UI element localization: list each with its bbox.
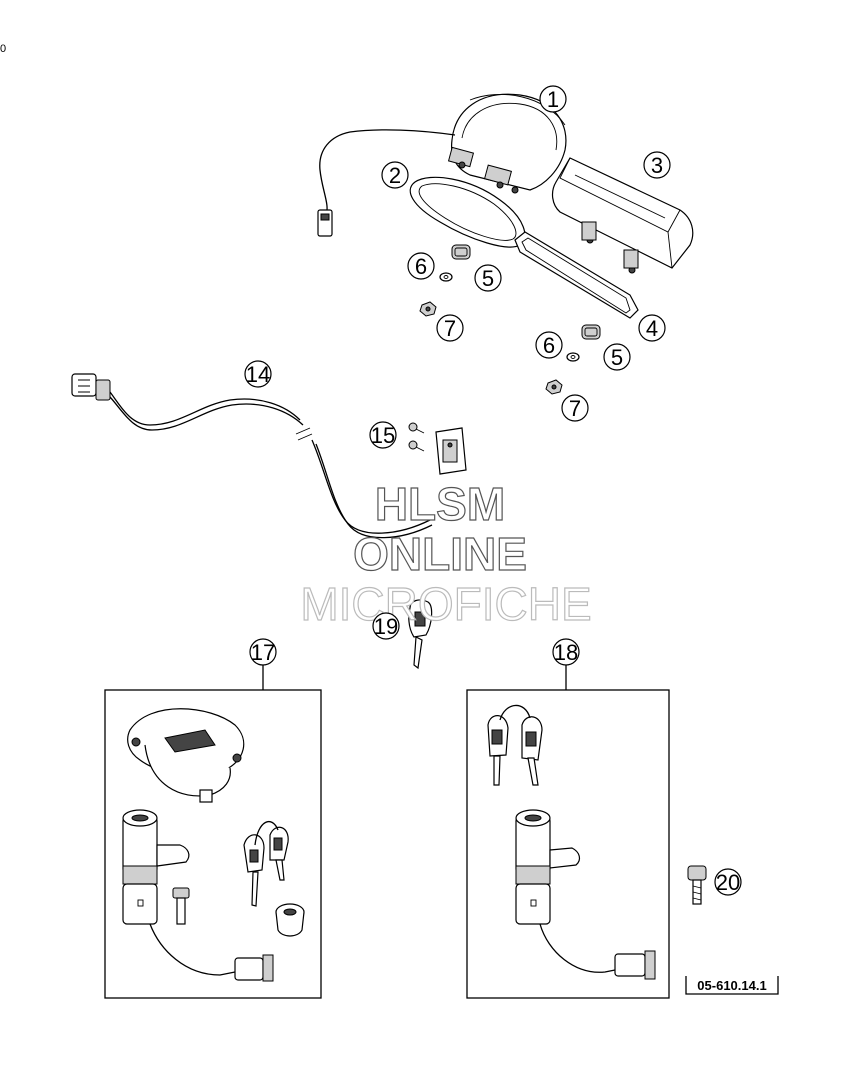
callout-6-lower-label: 6	[543, 333, 555, 358]
callout-15-label: 15	[371, 423, 395, 448]
callout-18-label: 18	[554, 640, 578, 665]
callout-7-lower-label: 7	[569, 396, 581, 421]
lock-set-part-18	[466, 665, 670, 999]
callout-5-lower: 5	[603, 343, 631, 371]
callout-4-label: 4	[646, 316, 658, 341]
watermark-line-1: HLSM	[375, 478, 505, 530]
corner-label: 0	[0, 43, 6, 55]
watermark-line-2: ONLINE	[353, 528, 527, 580]
watermark: HLSM ONLINE MICROFICHE	[300, 477, 593, 630]
reference-code: 05-610.14.1	[697, 978, 766, 993]
callout-7-upper: 7	[436, 314, 464, 342]
gasket-part-4	[514, 231, 639, 319]
callout-20: 20	[714, 868, 742, 896]
callout-6-upper-label: 6	[415, 254, 427, 279]
callout-14: 14	[244, 360, 272, 388]
callout-5-upper: 5	[474, 264, 502, 292]
callout-19: 19	[372, 612, 400, 640]
callout-20-label: 20	[716, 870, 740, 895]
callout-4: 4	[638, 314, 666, 342]
callout-15: 15	[369, 421, 397, 449]
callout-1-label: 1	[547, 87, 559, 112]
callout-2-label: 2	[389, 163, 401, 188]
nut-part-7-upper	[419, 301, 437, 317]
speedometer-part-1	[317, 93, 567, 237]
grommet-part-5-lower	[581, 324, 601, 340]
callout-7-upper-label: 7	[444, 316, 456, 341]
callout-2: 2	[381, 161, 409, 189]
washer-part-6-upper	[439, 272, 453, 282]
callout-3: 3	[643, 151, 671, 179]
callout-6-upper: 6	[407, 252, 435, 280]
callout-3-label: 3	[651, 153, 663, 178]
callout-19-label: 19	[374, 614, 398, 639]
cable-harness-part-14	[71, 373, 433, 539]
bolt-part-20	[687, 865, 707, 905]
key-part-19	[408, 599, 433, 670]
callout-18: 18	[552, 638, 580, 666]
callout-1: 1	[539, 85, 567, 113]
callout-5-lower-label: 5	[611, 345, 623, 370]
instrument-part-3	[551, 157, 694, 274]
callout-5-upper-label: 5	[482, 266, 494, 291]
nut-part-7-lower	[545, 379, 563, 395]
holder-clip	[435, 427, 467, 475]
reference-code-box: 05-610.14.1	[685, 976, 779, 995]
gasket-part-2	[409, 176, 526, 248]
screws-part-15	[408, 422, 425, 452]
callout-17: 17	[249, 638, 277, 666]
callout-6-lower: 6	[535, 331, 563, 359]
callout-7-lower: 7	[561, 394, 589, 422]
callout-14-label: 14	[246, 362, 270, 387]
callout-17-label: 17	[251, 640, 275, 665]
grommet-part-5-upper	[451, 244, 471, 260]
lock-set-part-17	[104, 665, 322, 999]
washer-part-6-lower	[566, 352, 580, 362]
watermark-line-3: MICROFICHE	[300, 578, 591, 630]
